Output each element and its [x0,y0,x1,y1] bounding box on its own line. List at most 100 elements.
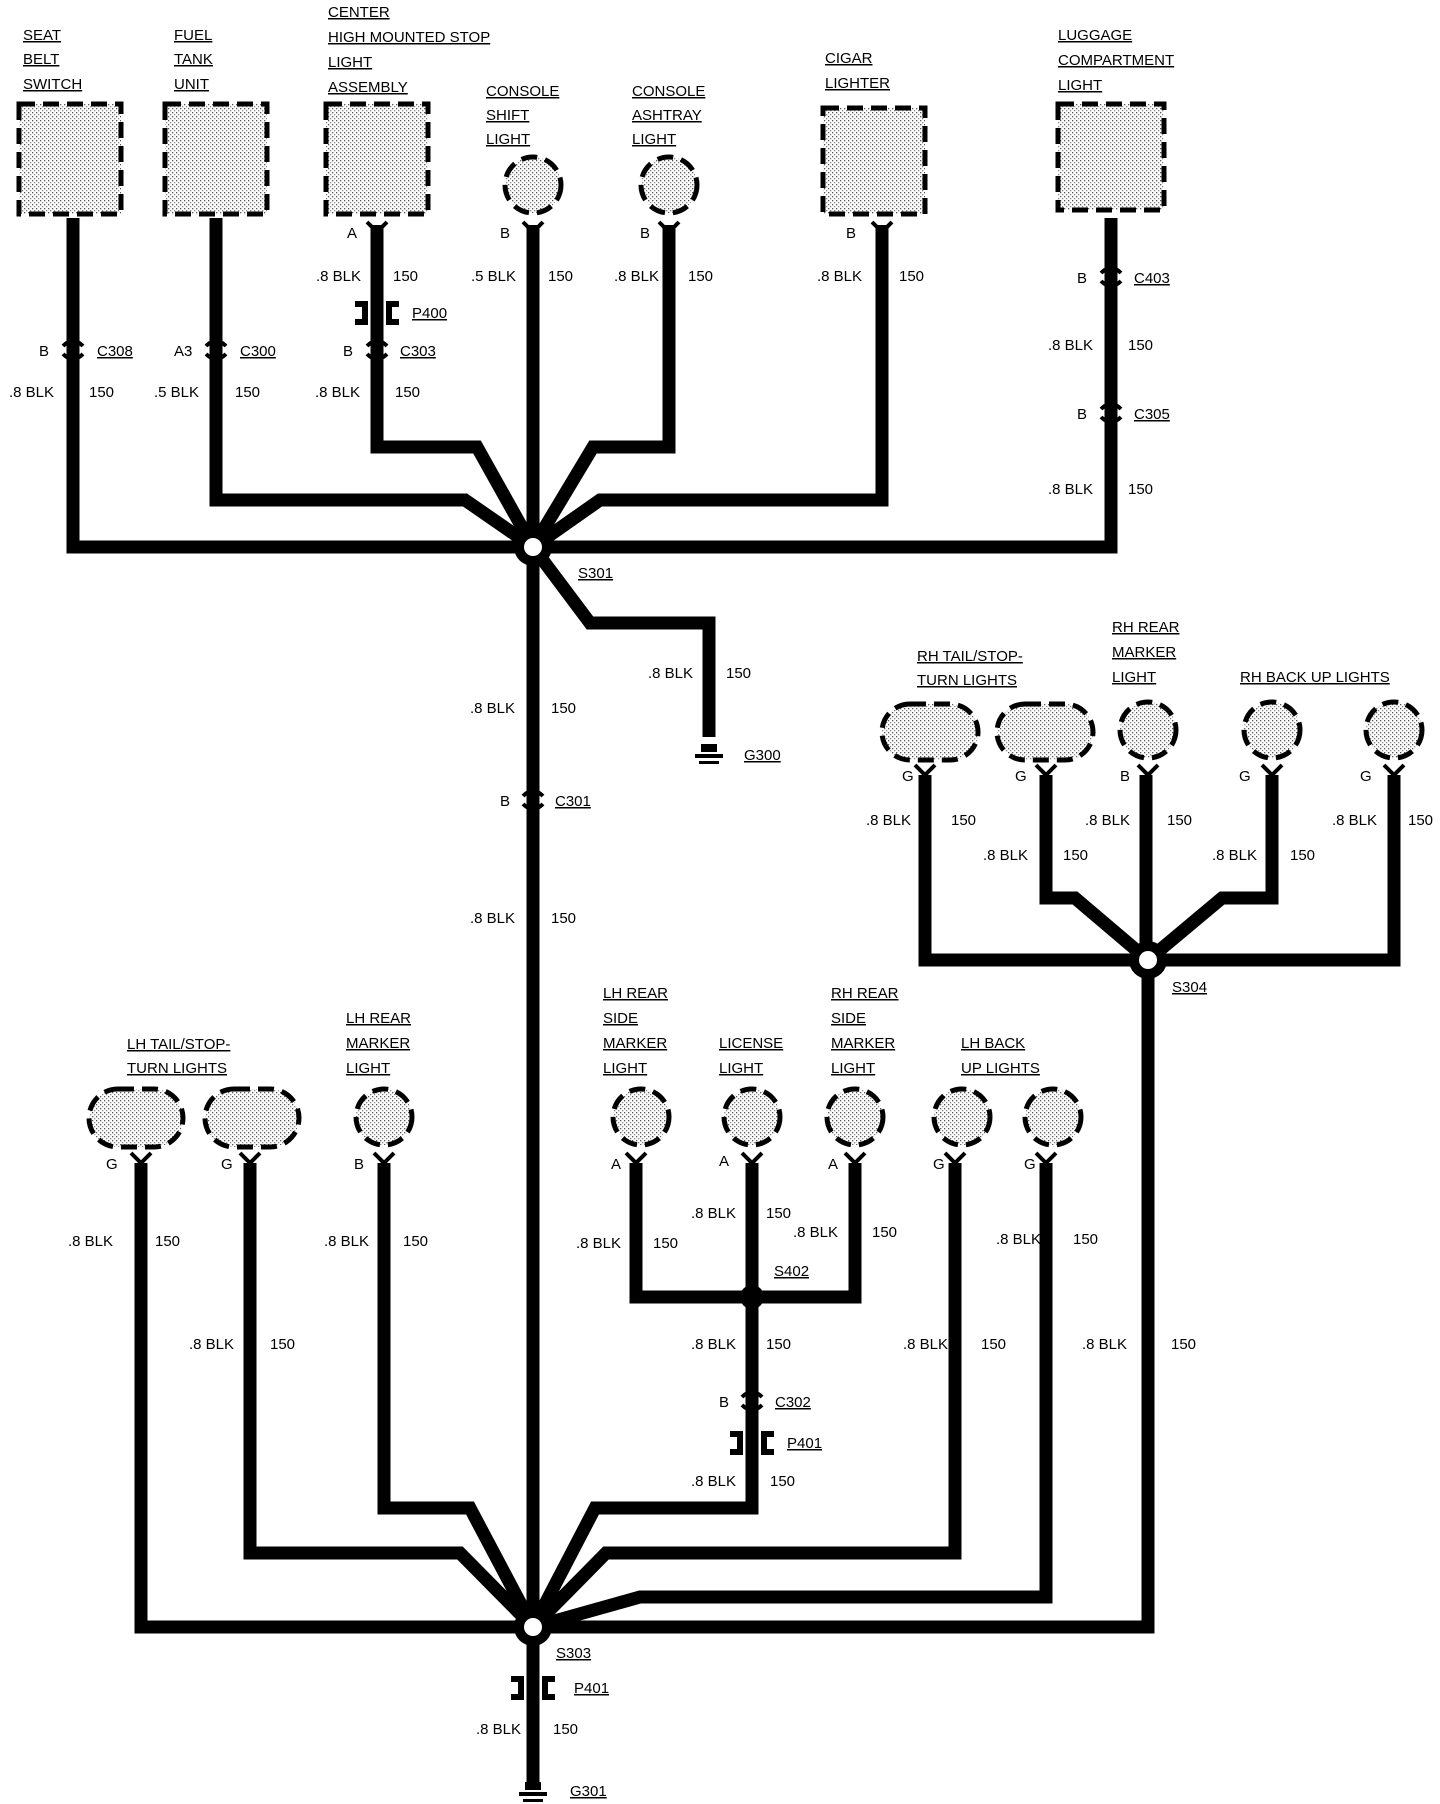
splice-s402-label: S402 [774,1263,809,1280]
chmsl-label-1: CENTER [328,4,390,21]
rh-backup-lamp-2 [1363,699,1425,761]
wire-label-c303-circuit: 150 [395,384,420,401]
svg-text:TANK: TANK [174,51,213,68]
svg-text:UNIT: UNIT [174,76,209,93]
wire-label-seat-size: .8 BLK [9,384,54,401]
svg-text:MARKER: MARKER [831,1035,895,1052]
wire-label-rh-backup1-size: .8 BLK [1212,847,1257,864]
wire-label-shift-circuit: 150 [548,268,573,285]
lh-tail-label-2: TURN LIGHTS [127,1060,227,1077]
wire-label-s304-circuit: 150 [1171,1336,1196,1353]
wire-label-luggage-size: .8 BLK [1048,337,1093,354]
wire-label-cigar-size: .8 BLK [817,268,862,285]
pin-c303: B [343,343,353,360]
wire-label-lh-tail2-circuit: 150 [270,1336,295,1353]
wire-label-trunk-circuit-2: 150 [551,910,576,927]
rh-side-marker-label-3: MARKER [831,1035,895,1052]
pin-rh-tail-1: G [902,768,914,785]
license-light: LICENSE LIGHT [719,1035,783,1148]
rh-rear-marker-label-1: RH REAR [1112,619,1180,636]
fuel-tank-unit-box [162,101,270,217]
wire-label-trunk-size-2: .8 BLK [470,910,515,927]
wire-rh-backup-2 [1148,775,1401,967]
svg-text:LICENSE: LICENSE [719,1035,783,1052]
wire-label-shift-size: .5 BLK [471,268,516,285]
ground-g301-icon [519,1782,547,1802]
console-shift-label-1: CONSOLE [486,83,559,100]
wire-rh-tail-2 [1039,775,1153,965]
lh-rear-marker-label-1: LH REAR [346,1010,411,1027]
wire-label-c305-circuit: 150 [1128,481,1153,498]
console-shift-label-2: SHIFT [486,107,529,124]
svg-text:ASHTRAY: ASHTRAY [632,107,702,124]
lh-backup-label-1: LH BACK [961,1035,1025,1052]
fuel-tank-unit: FUEL TANK UNIT [162,27,270,217]
console-ashtray-label-1: CONSOLE [632,83,705,100]
svg-text:CONSOLE: CONSOLE [486,83,559,100]
connector-c300: C300 [240,343,276,360]
rh-rear-marker-label-3: LIGHT [1112,669,1156,686]
rh-backup-lamp-1 [1241,699,1303,761]
rh-side-marker-label-2: SIDE [831,1010,866,1027]
lh-backup-lamp-1 [931,1086,993,1148]
lh-side-marker-label-1: LH REAR [603,985,668,1002]
svg-text:FUEL: FUEL [174,27,212,44]
chmsl-label-4: ASSEMBLY [328,79,408,96]
ground-g301-label: G301 [570,1783,607,1800]
connector-c302: C302 [775,1394,811,1411]
svg-text:LIGHT: LIGHT [1112,669,1156,686]
rh-tail-lamp-1 [879,701,981,763]
lh-side-marker-label-3: MARKER [603,1035,667,1052]
svg-text:MARKER: MARKER [1112,644,1176,661]
console-shift-light-lamp [502,154,564,216]
svg-text:UP LIGHTS: UP LIGHTS [961,1060,1040,1077]
splice-s304-label: S304 [1172,979,1207,996]
connector-c403: C403 [1134,270,1170,287]
wire-label-trunk-circuit-1: 150 [551,700,576,717]
pin-c403: B [1077,270,1087,287]
pin-cigar-lighter: B [846,225,856,242]
lh-tail-lamp-2 [202,1086,302,1150]
rh-side-marker-label-1: RH REAR [831,985,899,1002]
pin-rh-tail-2: G [1015,768,1027,785]
svg-text:LIGHT: LIGHT [1058,77,1102,94]
svg-text:TURN LIGHTS: TURN LIGHTS [127,1060,227,1077]
luggage-light-box [1055,101,1167,213]
lh-back-up-lights: LH BACK UP LIGHTS [931,1035,1084,1148]
svg-text:HIGH MOUNTED STOP: HIGH MOUNTED STOP [328,29,490,46]
console-ashtray-label-3: LIGHT [632,131,676,148]
svg-text:BELT: BELT [23,51,59,68]
wire-label-rh-backup1-circuit: 150 [1290,847,1315,864]
pin-c301: B [500,793,510,810]
fuel-tank-unit-label-1: FUEL [174,27,212,44]
lh-rear-side-marker-lamp [610,1086,672,1148]
connector-p400: P400 [412,305,447,322]
svg-text:SEAT: SEAT [23,27,61,44]
wire-label-lh-backup1-circuit: 150 [1073,1231,1098,1248]
wire-label-lh-side-circuit: 150 [653,1235,678,1252]
console-ashtray-light: CONSOLE ASHTRAY LIGHT [632,83,705,216]
rh-rear-marker-lamp [1117,699,1179,761]
pin-lh-tail-2: G [221,1156,233,1173]
pin-lh-backup-1: G [933,1156,945,1173]
luggage-label-2: COMPARTMENT [1058,52,1174,69]
svg-text:MARKER: MARKER [603,1035,667,1052]
seat-belt-switch-label-3: SWITCH [23,76,82,93]
wire-label-c302-circuit: 150 [770,1473,795,1490]
wire-label-c305-size: .8 BLK [1048,481,1093,498]
rh-rear-marker-light: RH REAR MARKER LIGHT [1112,619,1180,761]
wire-label-g301-circuit: 150 [553,1721,578,1738]
svg-text:MARKER: MARKER [346,1035,410,1052]
wire-label-chmsl-size: .8 BLK [316,268,361,285]
svg-text:ASSEMBLY: ASSEMBLY [328,79,408,96]
pin-console-shift: B [500,225,510,242]
seat-belt-switch-label-1: SEAT [23,27,61,44]
wire-label-lh-backup2-circuit: 150 [981,1336,1006,1353]
cigar-lighter-box [820,105,928,217]
wire-label-rh-marker-size: .8 BLK [1085,812,1130,829]
wire-lh-marker [377,1163,539,1631]
chmsl-assembly: CENTER HIGH MOUNTED STOP LIGHT ASSEMBLY [323,4,490,217]
svg-text:CENTER: CENTER [328,4,390,21]
pin-rh-backup-1: G [1239,768,1251,785]
svg-text:COMPARTMENT: COMPARTMENT [1058,52,1174,69]
